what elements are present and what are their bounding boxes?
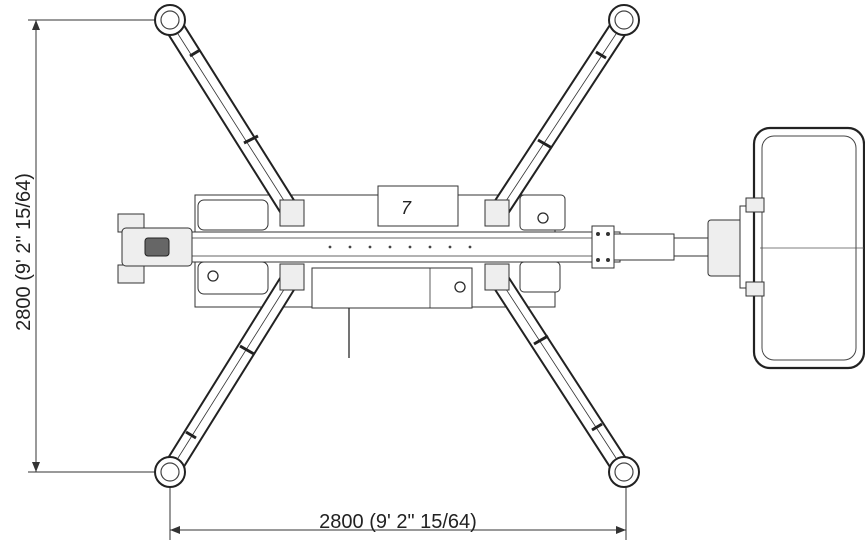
hinge-top-right	[484, 199, 510, 227]
outrigger-leg-bottom-right	[487, 266, 640, 488]
machine-marking: 7	[401, 198, 412, 218]
lower-knob	[454, 281, 466, 293]
right-box-lower	[519, 261, 561, 293]
horizontal-dimension-label: 2800 (9' 2" 15/64)	[319, 511, 477, 533]
boom-joint-plate	[591, 225, 615, 269]
outrigger-leg-top-left	[154, 4, 302, 224]
boom	[121, 219, 747, 277]
hinge-bottom-left	[279, 263, 305, 291]
outrigger-leg-top-right	[487, 4, 640, 224]
vertical-arrow-top	[32, 20, 40, 30]
vertical-dimension-label: 2800 (9' 2" 15/64)	[13, 173, 35, 331]
vertical-dimension: 2800 (9' 2" 15/64)	[13, 19, 160, 473]
hinge-top-left	[279, 199, 305, 227]
hinge-bottom-right	[484, 263, 510, 291]
chassis-bottom-block	[311, 267, 473, 309]
right-box-knob	[537, 212, 549, 224]
rear-bracket-bottom	[117, 264, 145, 284]
boom-head	[673, 237, 709, 257]
vertical-arrow-bottom	[32, 462, 40, 472]
boom-tail-pin	[144, 237, 170, 257]
outrigger-leg-bottom-left	[154, 266, 302, 488]
boom-rivets	[328, 245, 472, 249]
basket-bracket-bottom	[745, 281, 765, 297]
horizontal-arrow-left	[170, 526, 180, 534]
boom-telescope-section	[613, 233, 675, 261]
horizontal-dimension: 2800 (9' 2" 15/64)	[169, 485, 627, 540]
chassis-center-block	[377, 185, 459, 227]
left-knob	[207, 270, 219, 282]
work-basket	[739, 126, 865, 370]
horizontal-arrow-right	[616, 526, 626, 534]
outrigger-legs	[154, 4, 640, 488]
basket-bracket-top	[745, 197, 765, 213]
engine-box-left	[197, 199, 269, 231]
